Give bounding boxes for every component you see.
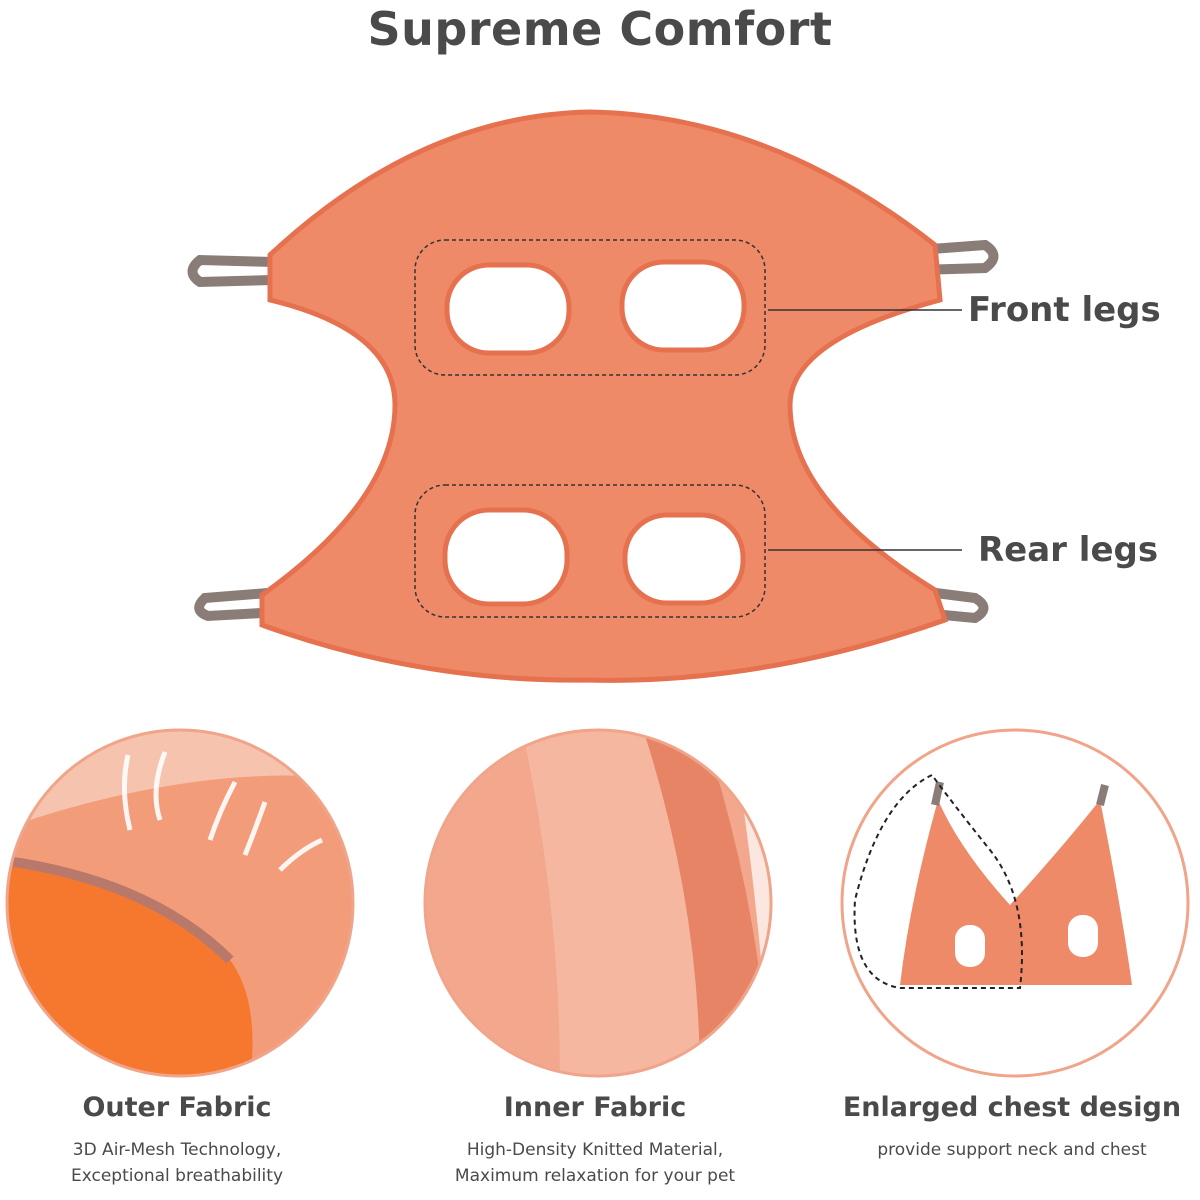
feature-desc: provide support neck and chest — [877, 1140, 1147, 1160]
strap-icon — [187, 239, 999, 624]
outer-fabric-photo — [5, 728, 355, 1078]
feature-desc: High-Density Knitted Material, — [466, 1140, 724, 1160]
feature-desc: Maximum relaxation for your pet — [454, 1166, 736, 1186]
hammock-image — [187, 109, 999, 683]
page-title: Supreme Comfort — [367, 2, 833, 56]
feature-desc: Exceptional breathability — [70, 1166, 284, 1186]
front-legs-label: Front legs — [968, 290, 1161, 330]
chest-design-photo — [840, 728, 1190, 1078]
feature-outer-fabric: Outer Fabric 3D Air-Mesh Technology, Exce… — [0, 1092, 377, 1189]
airflow-arrows-icon — [121, 751, 324, 872]
feature-desc: 3D Air-Mesh Technology, — [72, 1140, 282, 1160]
feature-chest-design: Enlarged chest design provide support ne… — [812, 1092, 1200, 1163]
feature-inner-fabric: Inner Fabric High-Density Knitted Materi… — [395, 1092, 795, 1189]
rear-legs-label: Rear legs — [978, 530, 1159, 570]
feature-title: Enlarged chest design — [842, 1092, 1182, 1123]
feature-title: Outer Fabric — [82, 1092, 272, 1123]
inner-fabric-photo — [423, 728, 773, 1078]
hammock-body — [259, 109, 949, 683]
feature-title: Inner Fabric — [503, 1092, 687, 1123]
